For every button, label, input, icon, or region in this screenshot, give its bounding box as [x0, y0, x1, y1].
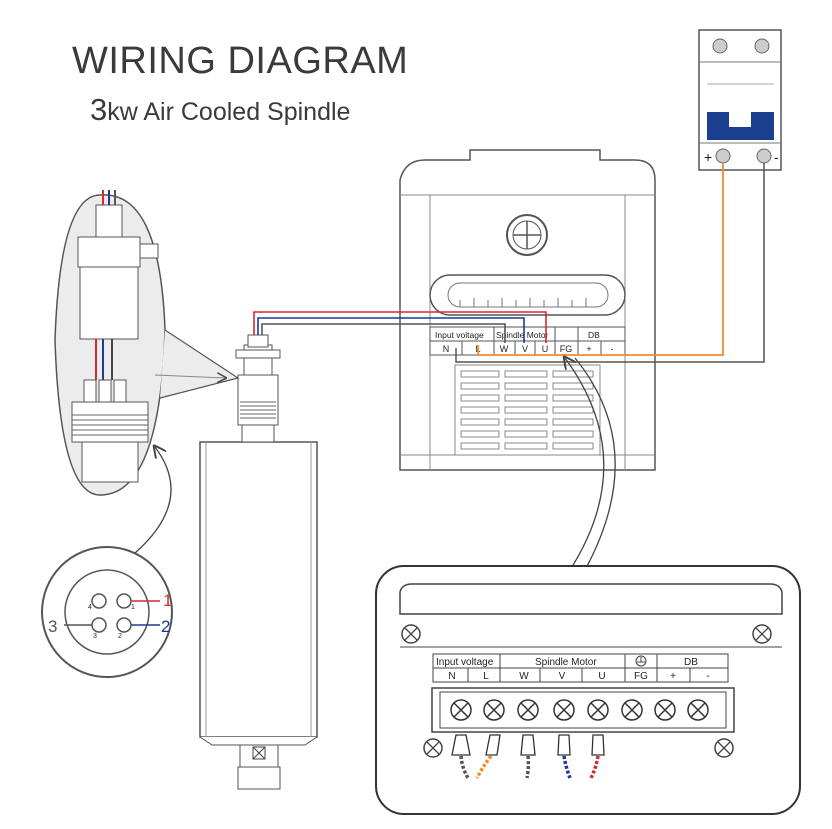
vfd-large-db-label: DB [684, 657, 698, 668]
vfd-small-db-label: DB [588, 330, 600, 340]
lug-wire-l [475, 754, 493, 779]
power-wires [455, 163, 765, 363]
wire-lugs [451, 734, 605, 756]
terminal-screws [450, 699, 709, 721]
vfd-large-spindle-motor-label: Spindle Motor [535, 657, 597, 668]
vfd-large-terminal-u: U [598, 671, 605, 682]
vfd-small-terminal-minus: - [611, 344, 614, 354]
callout-3: 3 [48, 617, 57, 636]
lug-wire-n [459, 755, 470, 779]
breaker-switch [707, 112, 774, 140]
connector-zoom-bubble [54, 190, 240, 496]
pin-3-label: 3 [93, 633, 97, 640]
vfd-large-panel: Input voltage Spindle Motor DB N L W V U… [375, 565, 801, 815]
breaker-plus-terminal [715, 148, 731, 164]
lug-wire-w [525, 755, 531, 779]
vfd-large-terminal-minus: - [706, 671, 709, 682]
connector-pinout: 1 2 3 4 1 2 3 [41, 546, 173, 678]
pin-1-label: 1 [131, 604, 135, 611]
orange-wire [477, 163, 724, 356]
vfd-large-terminal-v: V [559, 671, 566, 682]
vfd-small-terminal-w: W [500, 344, 509, 354]
pin-4 [91, 593, 107, 609]
blue-wire [257, 317, 525, 343]
vfd-small: Input voltage Spindle Motor DB N L W V U… [399, 149, 656, 471]
page-subtitle: 3kw Air Cooled Spindle [90, 92, 350, 128]
vfd-small-input-voltage-label: Input voltage [435, 330, 484, 340]
callout-1: 1 [163, 591, 172, 610]
vfd-large-terminal-n: N [448, 671, 455, 682]
vfd-large-terminal-w: W [519, 671, 529, 682]
breaker-plus-label: + [704, 149, 712, 165]
lug-wire-u [589, 755, 600, 779]
vfd-large-terminal-plus: + [670, 671, 676, 682]
pin-3 [91, 617, 107, 633]
vfd-small-terminal-fg: FG [560, 344, 573, 354]
vfd-small-vent [454, 364, 601, 456]
vfd-small-terminal-plus: + [586, 344, 591, 354]
pin-4-label: 4 [88, 604, 92, 611]
vfd-small-terminal-u: U [542, 344, 549, 354]
panel-arrow-1 [565, 358, 605, 571]
vfd-large-terminal-fg: FG [634, 671, 648, 682]
vfd-small-terminal-n: N [443, 344, 450, 354]
pinout-arrow [134, 447, 172, 554]
vfd-large-input-voltage-label: Input voltage [436, 657, 494, 668]
vfd-small-spindle-motor-label: Spindle Motor [496, 330, 549, 340]
black-wire [261, 323, 506, 343]
pin-2 [116, 617, 132, 633]
page-title: WIRING DIAGRAM [72, 40, 409, 82]
lug-wire-v [562, 755, 572, 779]
callout-2: 2 [161, 617, 170, 636]
circuit-breaker: + - [698, 29, 782, 171]
subtitle-power: 3 [90, 92, 108, 127]
breaker-minus-terminal [756, 148, 772, 164]
spindle-motor [199, 334, 318, 790]
vfd-large-terminal-l: L [483, 671, 489, 682]
subtitle-text: kw Air Cooled Spindle [107, 98, 351, 126]
spindle-wires [253, 311, 547, 343]
breaker-minus-label: - [774, 149, 779, 165]
panel-arrow-2 [574, 357, 616, 571]
red-wire [253, 311, 547, 343]
vfd-small-terminal-v: V [522, 344, 528, 354]
gray-wire [455, 163, 765, 363]
pin-1 [116, 593, 132, 609]
pin-2-label: 2 [118, 633, 122, 640]
